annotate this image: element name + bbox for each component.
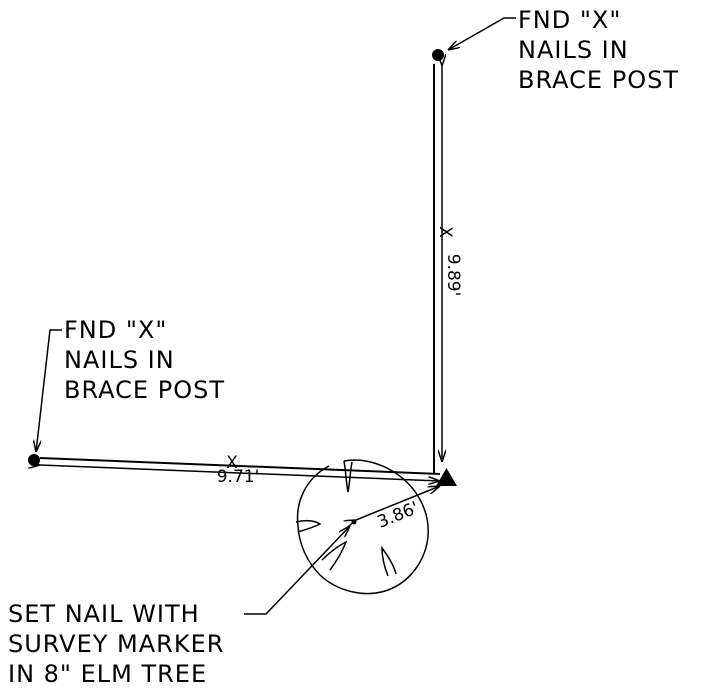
top-right-label-line-3: BRACE POST bbox=[518, 66, 679, 94]
tree-nail-point bbox=[351, 519, 357, 525]
top-right-monument-point bbox=[432, 49, 444, 61]
bottom-leader bbox=[244, 526, 350, 615]
control-point-triangle bbox=[436, 468, 457, 486]
vertical-dim-mark: X bbox=[435, 226, 455, 238]
bottom-label-line-2: SURVEY MARKER bbox=[8, 630, 224, 658]
left-leader bbox=[36, 329, 62, 452]
top-right-label: FND "X" NAILS IN BRACE POST bbox=[518, 6, 679, 94]
left-label-line-1: FND "X" bbox=[64, 316, 167, 344]
left-label-line-3: BRACE POST bbox=[64, 376, 225, 404]
top-right-label-line-1: FND "X" bbox=[518, 6, 621, 34]
top-right-label-line-2: NAILS IN bbox=[518, 36, 629, 64]
horizontal-dim-line bbox=[40, 465, 440, 481]
tree-dim-line bbox=[356, 486, 440, 520]
horizontal-dim-value: 9.71' bbox=[217, 467, 260, 487]
bottom-label-line-1: SET NAIL WITH bbox=[8, 600, 200, 628]
elm-tree-symbol bbox=[295, 459, 429, 595]
bottom-label-line-3: IN 8" ELM TREE bbox=[8, 660, 207, 688]
left-monument-point bbox=[28, 454, 40, 466]
top-right-leader bbox=[448, 17, 516, 50]
vertical-dim-value: 9.89' bbox=[443, 254, 463, 297]
left-label: FND "X" NAILS IN BRACE POST bbox=[64, 316, 225, 404]
bottom-label: SET NAIL WITH SURVEY MARKER IN 8" ELM TR… bbox=[8, 600, 224, 688]
left-label-line-2: NAILS IN bbox=[64, 346, 175, 374]
horizontal-dim-mark: X bbox=[226, 453, 238, 473]
